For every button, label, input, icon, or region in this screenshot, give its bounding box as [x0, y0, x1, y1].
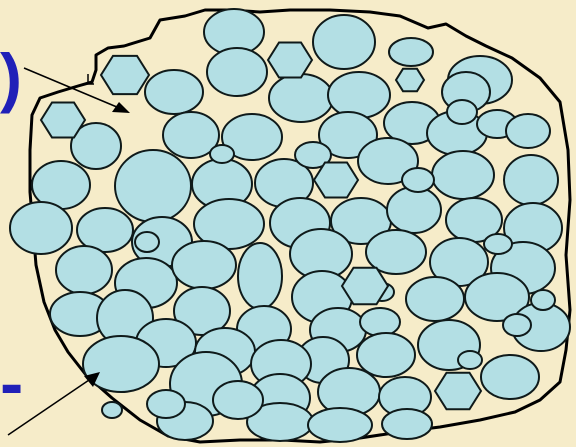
hexagon-particle — [396, 69, 424, 91]
ellipse-particle — [382, 409, 432, 439]
ellipse-particle — [503, 314, 531, 336]
ellipse-particle — [269, 74, 333, 122]
ellipse-particle — [447, 100, 477, 124]
ellipse-particle — [210, 145, 234, 163]
hexagon-particle — [268, 43, 312, 78]
ellipse-particle — [135, 232, 159, 252]
ellipse-particle — [328, 72, 390, 118]
ellipse-particle — [402, 168, 434, 192]
ellipse-particle — [504, 155, 558, 205]
ellipse-particle — [313, 15, 375, 69]
ellipse-particle — [360, 308, 400, 336]
ellipse-particle — [207, 48, 267, 96]
hexagon-particle — [314, 163, 358, 198]
ellipse-particle — [406, 277, 464, 321]
ellipse-particle — [172, 241, 236, 289]
ellipse-particle — [458, 351, 482, 369]
hexagon-particle — [342, 268, 388, 305]
ellipse-particle — [10, 202, 72, 254]
ellipse-particle — [357, 333, 415, 377]
hexagon-particle — [435, 373, 481, 410]
ellipse-particle — [102, 402, 122, 418]
ellipse-particle — [531, 290, 555, 310]
top-pointer-arrowhead — [112, 102, 130, 113]
ellipse-particle — [484, 234, 512, 254]
ellipse-particle — [145, 70, 203, 114]
hexagon-particle — [101, 56, 149, 94]
ellipse-particle — [481, 355, 539, 399]
top-edge-label: ) — [0, 44, 22, 110]
ellipse-particle — [115, 150, 191, 222]
ellipse-particle — [56, 246, 112, 294]
ellipse-particle — [213, 381, 263, 419]
ellipse-particle — [432, 151, 494, 199]
ellipse-particle — [308, 408, 372, 442]
ellipse-particle — [238, 243, 282, 309]
ellipse-particle — [506, 114, 550, 148]
ellipse-particle — [387, 187, 441, 233]
ellipse-particle — [389, 38, 433, 66]
ellipse-particle — [147, 390, 185, 418]
bottom-edge-label: - — [0, 348, 23, 418]
hexagon-particle — [41, 103, 85, 138]
